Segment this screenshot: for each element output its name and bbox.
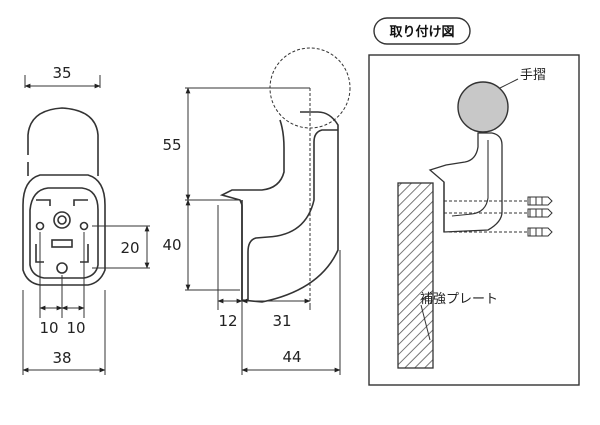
dim-side-height-upper: 55 [162,136,181,154]
dim-hole-spacing-left: 10 [39,319,58,337]
screws [444,196,553,237]
handrail-label: 手摺 [520,68,546,83]
reinforcement-plate [397,182,434,369]
plate-label: 補強プレート [420,292,498,307]
right-hole [79,221,89,231]
side-view [185,47,351,375]
install-panel [368,17,580,386]
bracket-front-outline [27,107,99,162]
dim-hole-height: 20 [120,239,139,257]
handrail-circle [457,81,509,133]
dim-side-depth-total: 44 [282,348,301,366]
front-view [22,75,150,375]
bracket-side-profile [219,111,339,303]
dim-front-bottom-width: 38 [52,349,71,367]
center-hole [53,211,71,229]
bottom-hole [56,262,68,274]
install-panel-frame [368,54,580,386]
dim-side-depth-plate: 12 [218,312,237,330]
dim-side-depth-arm: 31 [272,312,291,330]
install-title: 取り付け図 [389,24,454,40]
dim-front-top-width: 35 [52,64,71,82]
dim-side-height-lower: 40 [162,236,181,254]
install-title-pill [373,17,471,45]
dim-hole-spacing-right: 10 [66,319,85,337]
left-hole [35,221,45,231]
